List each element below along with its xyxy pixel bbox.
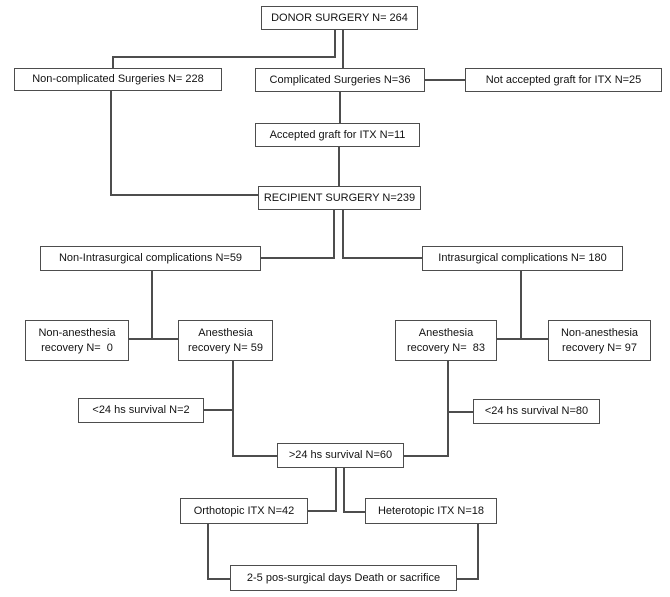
connector-line (261, 257, 335, 259)
node-anesthesia-recovery-left: Anesthesia recovery N= 59 (178, 320, 273, 361)
connector-line (335, 468, 337, 512)
connector-line (308, 510, 337, 512)
node-intrasurgical-complications: Intrasurgical complications N= 180 (422, 246, 623, 271)
node-anesthesia-recovery-right: Anesthesia recovery N= 83 (395, 320, 497, 361)
connector-line (129, 338, 178, 340)
connector-line (457, 578, 479, 580)
connector-line (477, 524, 479, 580)
connector-line (497, 338, 548, 340)
connector-line (425, 79, 465, 81)
node-under24h-survival-left: <24 hs survival N=2 (78, 398, 204, 423)
connector-line (343, 468, 345, 513)
connector-line (110, 91, 112, 196)
node-not-accepted-graft: Not accepted graft for ITX N=25 (465, 68, 662, 92)
node-complicated-surgeries: Complicated Surgeries N=36 (255, 68, 425, 92)
node-non-anesthesia-recovery-left: Non-anesthesia recovery N= 0 (25, 320, 129, 361)
connector-line (404, 455, 449, 457)
node-donor-surgery: DONOR SURGERY N= 264 (261, 6, 418, 30)
node-non-complicated-surgeries: Non-complicated Surgeries N= 228 (14, 68, 222, 91)
connector-line (334, 30, 336, 58)
node-death-or-sacrifice: 2-5 pos-surgical days Death or sacrifice (230, 565, 457, 591)
connector-line (338, 147, 340, 186)
connector-line (207, 524, 209, 580)
connector-line (110, 194, 258, 196)
connector-line (343, 511, 365, 513)
connector-line (447, 361, 449, 457)
connector-line (447, 411, 473, 413)
node-non-anesthesia-recovery-right: Non-anesthesia recovery N= 97 (548, 320, 651, 361)
connector-line (112, 56, 336, 58)
connector-line (520, 271, 522, 340)
connector-line (151, 271, 153, 340)
node-orthotopic-itx: Orthotopic ITX N=42 (180, 498, 308, 524)
connector-line (342, 257, 422, 259)
connector-line (204, 409, 234, 411)
node-recipient-surgery: RECIPIENT SURGERY N=239 (258, 186, 421, 210)
node-heterotopic-itx: Heterotopic ITX N=18 (365, 498, 497, 524)
node-accepted-graft: Accepted graft for ITX N=11 (255, 123, 420, 147)
connector-line (207, 578, 230, 580)
node-over24h-survival: >24 hs survival N=60 (277, 443, 404, 468)
connector-line (112, 56, 114, 68)
connector-line (342, 30, 344, 68)
connector-line (339, 92, 341, 123)
connector-line (232, 455, 277, 457)
connector-line (333, 210, 335, 259)
connector-line (342, 210, 344, 259)
node-non-intrasurgical-complications: Non-Intrasurgical complications N=59 (40, 246, 261, 271)
node-under24h-survival-right: <24 hs survival N=80 (473, 399, 600, 424)
